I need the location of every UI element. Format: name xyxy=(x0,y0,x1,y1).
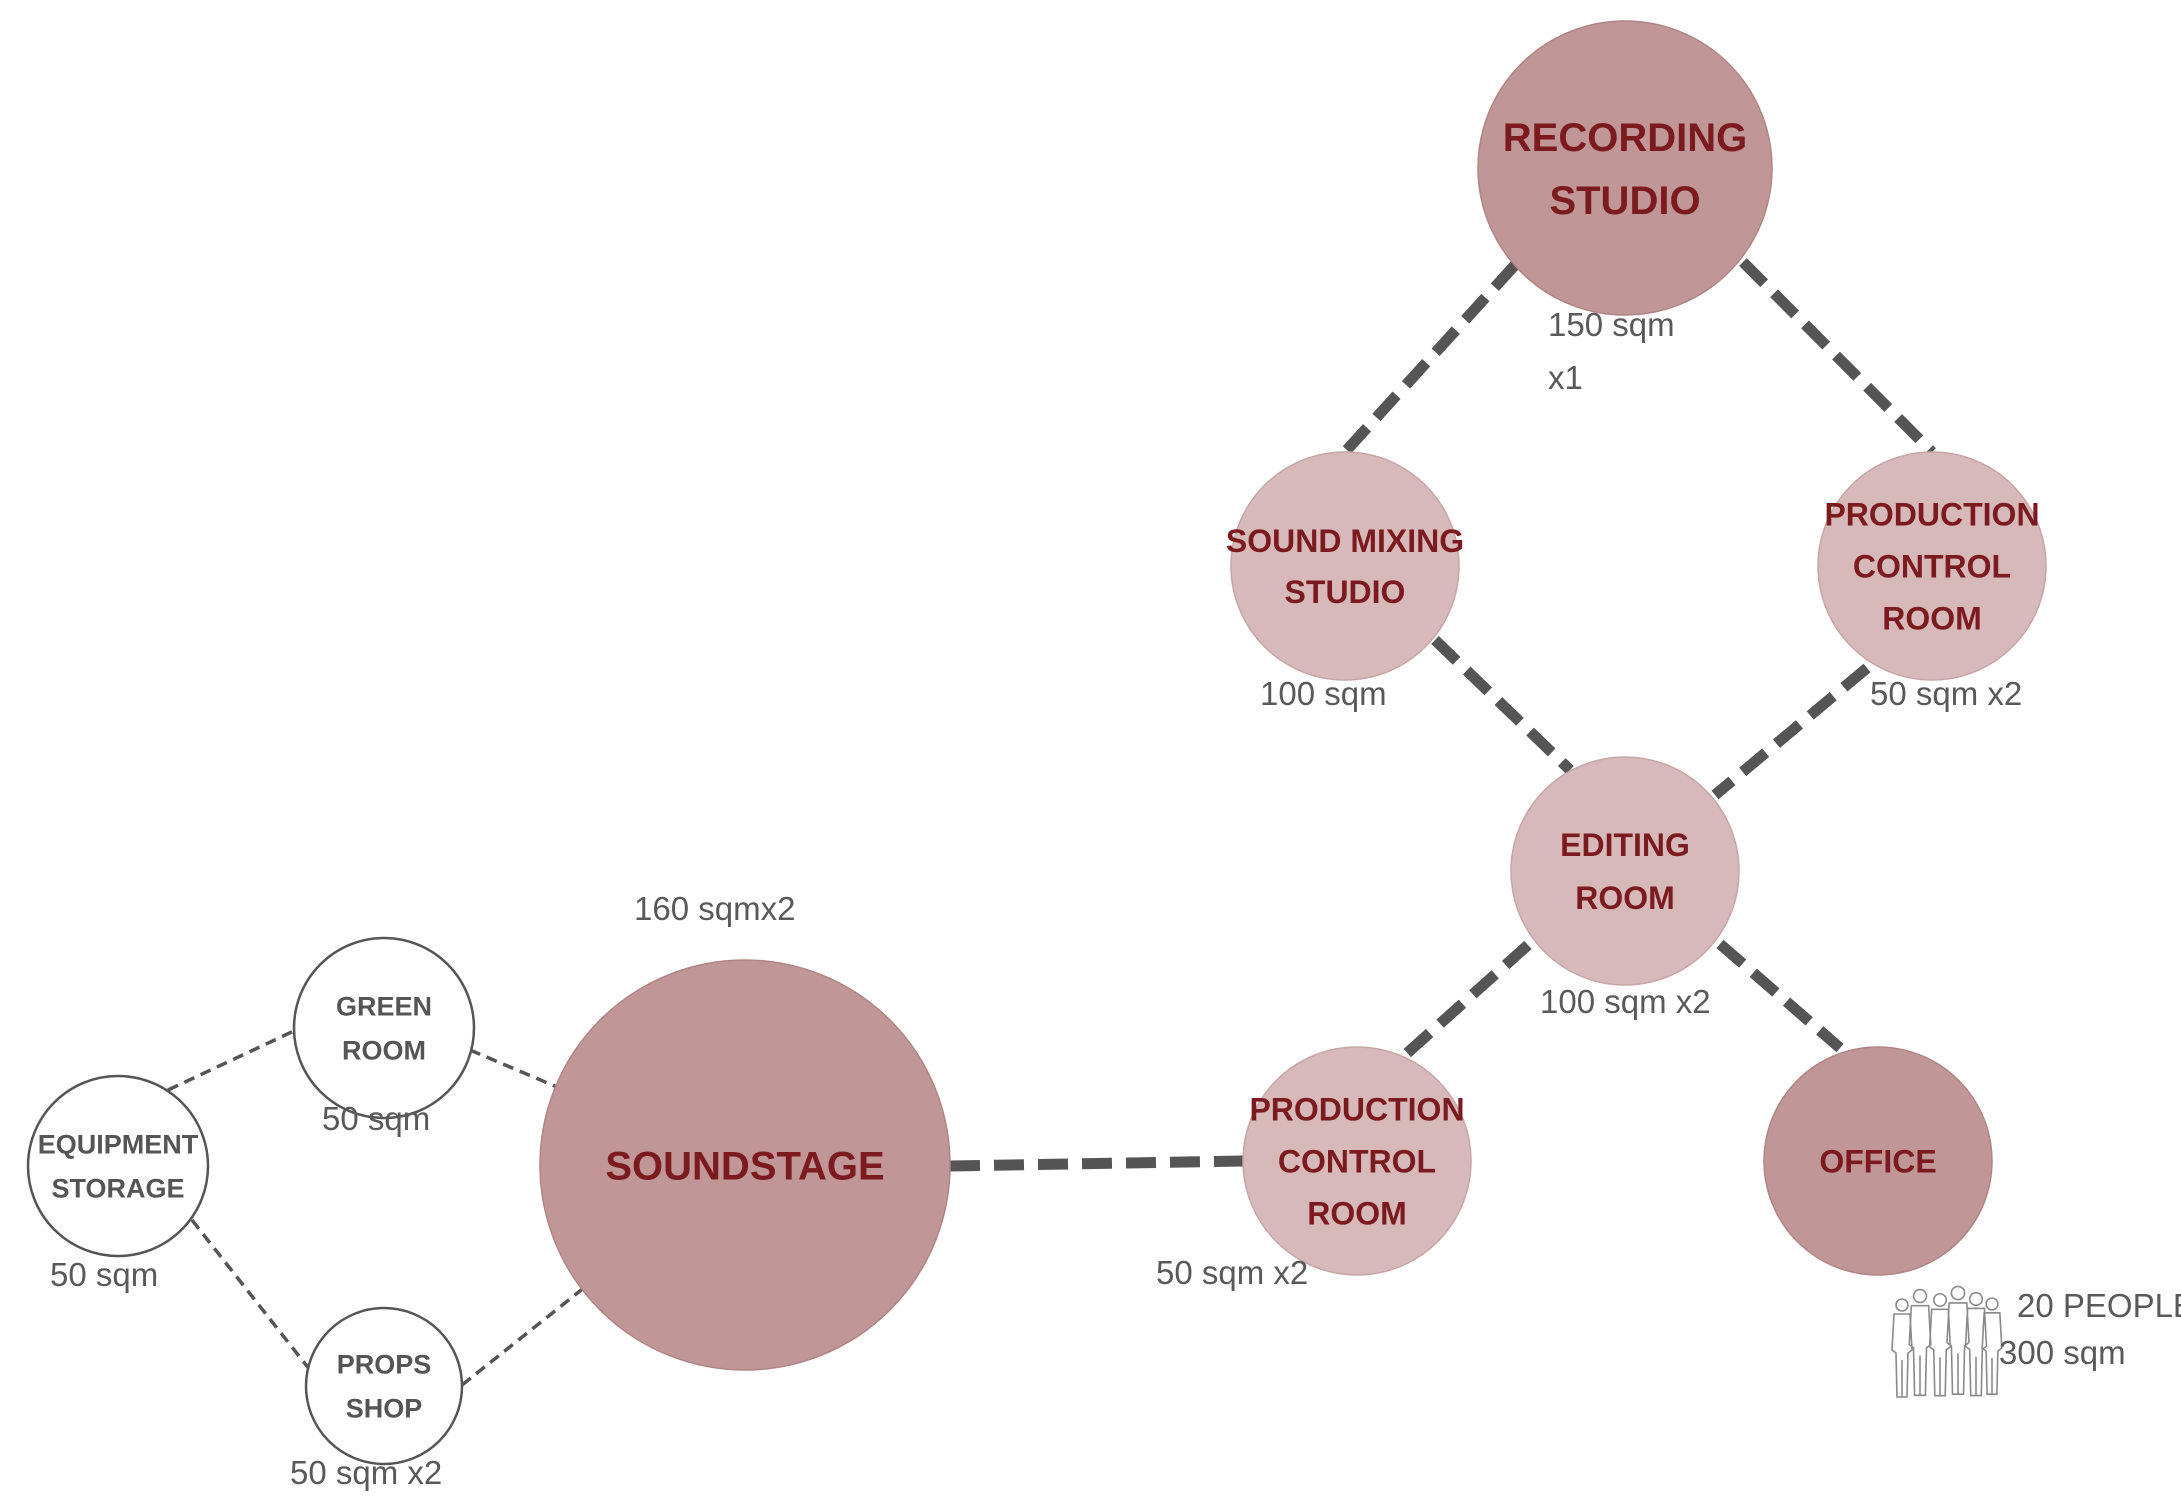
area-label: 50 sqm xyxy=(322,1100,430,1137)
node-editing-room: EDITING ROOM 100 sqm x2 xyxy=(1510,756,1740,1020)
node-label-line: PRODUCTION xyxy=(1824,497,2039,533)
node-label-line: ROOM xyxy=(1307,1196,1407,1232)
area-label: 100 sqm xyxy=(1260,675,1387,712)
area-label: 50 sqm xyxy=(50,1256,158,1293)
node-label-line: PROPS xyxy=(337,1350,432,1380)
node-label-line: ROOM xyxy=(342,1036,426,1066)
node-label-line: ROOM xyxy=(1882,601,1982,637)
node-production-control-room-top: PRODUCTION CONTROL ROOM 50 sqm x2 xyxy=(1817,451,2047,712)
node-props-shop: PROPS SHOP 50 sqm x2 xyxy=(290,1306,464,1491)
node-sound-mixing-studio: SOUND MIXING STUDIO 100 sqm xyxy=(1226,451,1464,712)
connector-green-room-to-soundstage xyxy=(469,1048,558,1089)
node-equipment-storage: EQUIPMENT STORAGE 50 sqm xyxy=(26,1074,210,1293)
area-label: 50 sqm x2 xyxy=(290,1454,442,1491)
node-circle xyxy=(304,1306,464,1466)
node-circle xyxy=(1763,1046,1993,1276)
node-office: OFFICE xyxy=(1763,1046,1993,1276)
node-label-line: EDITING xyxy=(1560,827,1690,863)
node-soundstage: SOUNDSTAGE 160 sqmx2 xyxy=(539,890,951,1371)
connector-sound-mixing-studio-to-editing-room xyxy=(1431,636,1574,774)
connector-soundstage-to-production-control-room-bottom xyxy=(949,1155,1244,1172)
connector-props-shop-to-soundstage xyxy=(460,1281,592,1387)
node-label-line: STUDIO xyxy=(1285,574,1406,610)
node-label-line: STUDIO xyxy=(1549,179,1700,223)
area-label: 50 sqm x2 xyxy=(1870,675,2022,712)
node-label-line: SOUND MIXING xyxy=(1226,523,1464,559)
office-total-area: 300 sqm xyxy=(1999,1334,2126,1371)
node-label-line: SOUNDSTAGE xyxy=(605,1144,884,1188)
connector-production-control-room-top-to-editing-room xyxy=(1711,663,1871,800)
area-label: 100 sqm x2 xyxy=(1540,983,1711,1020)
node-circle xyxy=(1242,1046,1472,1276)
office-occupancy-note: 20 PEOPLE 300 sqm xyxy=(1891,1285,2181,1398)
node-label-line: OFFICE xyxy=(1819,1144,1936,1180)
node-circle xyxy=(1510,756,1740,986)
node-label-line: CONTROL xyxy=(1278,1144,1436,1180)
node-label-line: CONTROL xyxy=(1853,549,2011,585)
node-label-line: EQUIPMENT xyxy=(38,1130,199,1160)
node-circle xyxy=(1477,20,1773,316)
node-circle xyxy=(539,959,951,1371)
node-production-control-room-bottom: PRODUCTION CONTROL ROOM 50 sqm x2 xyxy=(1156,1046,1472,1291)
area-label: 150 sqm xyxy=(1548,306,1675,343)
connector-editing-room-to-office xyxy=(1716,939,1844,1053)
node-circle xyxy=(292,936,476,1120)
connector-recording-studio-to-production-control-room-top xyxy=(1739,258,1936,456)
node-circle xyxy=(26,1074,210,1258)
connector-recording-studio-to-sound-mixing-studio xyxy=(1340,261,1520,456)
connector-equipment-storage-to-props-shop xyxy=(190,1218,312,1372)
node-recording-studio: RECORDING STUDIO 150 sqm x1 xyxy=(1477,20,1773,396)
node-label-line: ROOM xyxy=(1575,880,1675,916)
node-green-room: GREEN ROOM 50 sqm xyxy=(292,936,476,1137)
node-label-line: SHOP xyxy=(346,1394,423,1424)
node-label-line: GREEN xyxy=(336,992,432,1022)
node-label-line: STORAGE xyxy=(51,1174,184,1204)
area-label: x1 xyxy=(1548,359,1583,396)
area-label: 160 sqmx2 xyxy=(634,890,795,927)
connector-equipment-storage-to-green-room xyxy=(167,1028,297,1092)
node-label-line: PRODUCTION xyxy=(1249,1092,1464,1128)
node-circle xyxy=(1230,451,1460,681)
people-icon xyxy=(1891,1285,2003,1398)
connections xyxy=(167,258,1936,1387)
node-label-line: RECORDING xyxy=(1503,116,1747,160)
node-circle xyxy=(1817,451,2047,681)
area-label: 50 sqm x2 xyxy=(1156,1254,1308,1291)
connector-editing-room-to-production-control-room-bottom xyxy=(1401,940,1532,1060)
office-people-count: 20 PEOPLE xyxy=(2017,1287,2181,1324)
